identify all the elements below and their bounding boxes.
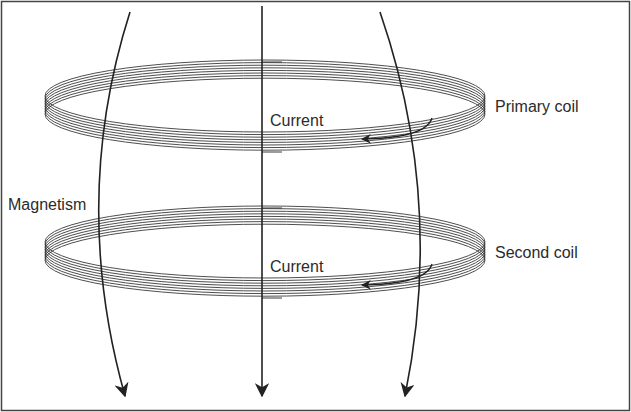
diagram-label: Second coil: [493, 244, 580, 262]
coil-winding: [45, 70, 485, 142]
coil-lead: [262, 62, 282, 63]
diagram-label: Current: [268, 258, 325, 276]
field-line: [380, 12, 420, 396]
field-line: [261, 6, 263, 396]
coil-lead: [262, 298, 282, 299]
diagram-label: Magnetism: [6, 196, 88, 214]
diagram-label: Primary coil: [493, 98, 581, 116]
field-line: [99, 12, 130, 396]
coil-lead: [262, 208, 282, 209]
current-arrow: [362, 118, 432, 139]
coil-windings: [45, 60, 485, 298]
diagram-label: Current: [268, 112, 325, 130]
coil-lead: [262, 152, 282, 153]
current-arrow: [362, 264, 432, 285]
